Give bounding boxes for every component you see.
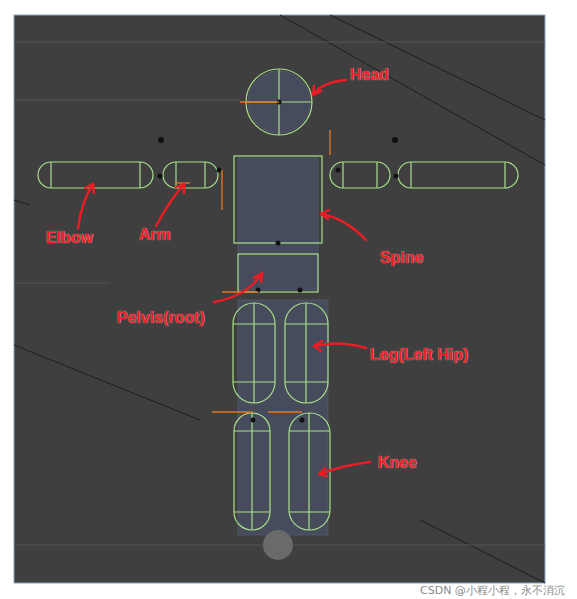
part-label: Leg(Left Hip): [370, 346, 469, 364]
part-label: Knee: [378, 454, 417, 472]
watermark: CSDN @小程小程，永不消沉: [420, 585, 565, 597]
part-label: Spine: [380, 249, 424, 267]
part-label: Head: [350, 66, 389, 84]
part-label: Arm: [139, 226, 171, 244]
part-label: Pelvis(root): [117, 309, 205, 327]
part-label: Elbow: [46, 229, 93, 247]
